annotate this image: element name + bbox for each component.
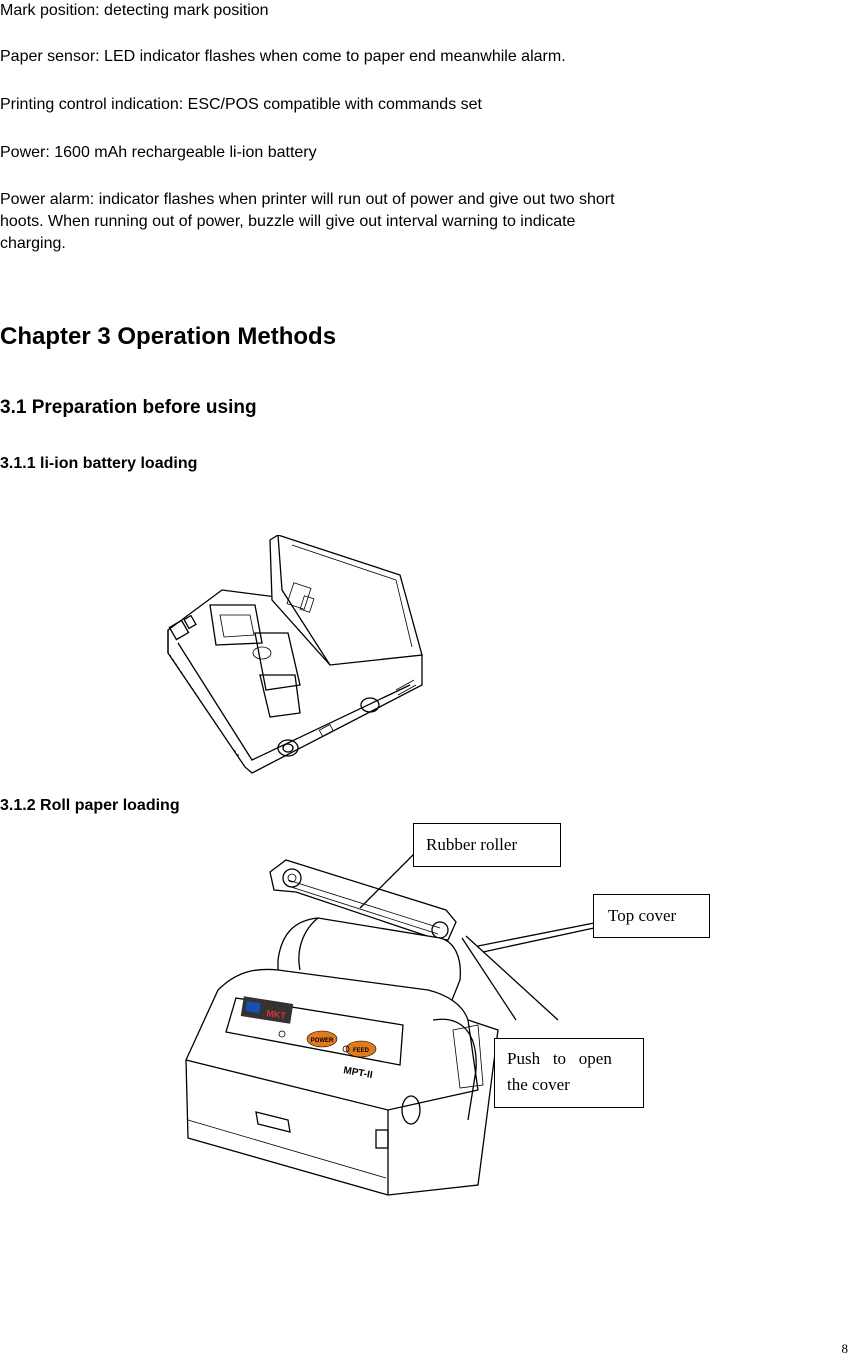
power-alarm-text: Power alarm: indicator flashes when prin… [0, 189, 760, 255]
section-title: 3.1 Preparation before using [0, 397, 257, 418]
push-to-open-label: Push to open the cover [495, 1039, 643, 1105]
power-alarm-line-2: hoots. When running out of power, buzzle… [0, 213, 576, 230]
power-button-label: POWER [311, 1038, 334, 1044]
top-cover-callout: Top cover [593, 894, 710, 938]
battery-loading-figure [167, 535, 423, 774]
top-cover-label: Top cover [608, 906, 677, 925]
rubber-roller-label: Rubber roller [426, 835, 518, 854]
roll-paper-loading-figure: MKT POWER FEED MPT-II [185, 853, 595, 1196]
push-line-2: the cover [507, 1075, 570, 1094]
roll-paper-loading-heading: 3.1.2 Roll paper loading [0, 797, 180, 814]
printing-control-text: Printing control indication: ESC/POS com… [0, 96, 482, 113]
mark-position-text: Mark position: detecting mark position [0, 2, 269, 19]
model-label: MPT-II [342, 1065, 373, 1081]
feed-button-label: FEED [353, 1048, 370, 1054]
gear-icon [282, 868, 302, 888]
power-alarm-line-3: charging. [0, 235, 66, 252]
push-to-open-callout: Push to open the cover [494, 1038, 644, 1108]
power-text: Power: 1600 mAh rechargeable li-ion batt… [0, 144, 317, 161]
power-alarm-line-1: Power alarm: indicator flashes when prin… [0, 191, 615, 208]
page-number: 8 [841, 1341, 849, 1356]
svg-text:MKT: MKT [266, 1008, 287, 1021]
push-line-1: Push to open [507, 1049, 612, 1068]
battery-loading-heading: 3.1.1 li-ion battery loading [0, 455, 198, 472]
chapter-title: Chapter 3 Operation Methods [0, 323, 337, 350]
rubber-roller-callout: Rubber roller [413, 823, 561, 867]
paper-sensor-text: Paper sensor: LED indicator flashes when… [0, 48, 566, 65]
feed-button-icon [345, 1040, 377, 1058]
power-button-icon [306, 1030, 338, 1048]
